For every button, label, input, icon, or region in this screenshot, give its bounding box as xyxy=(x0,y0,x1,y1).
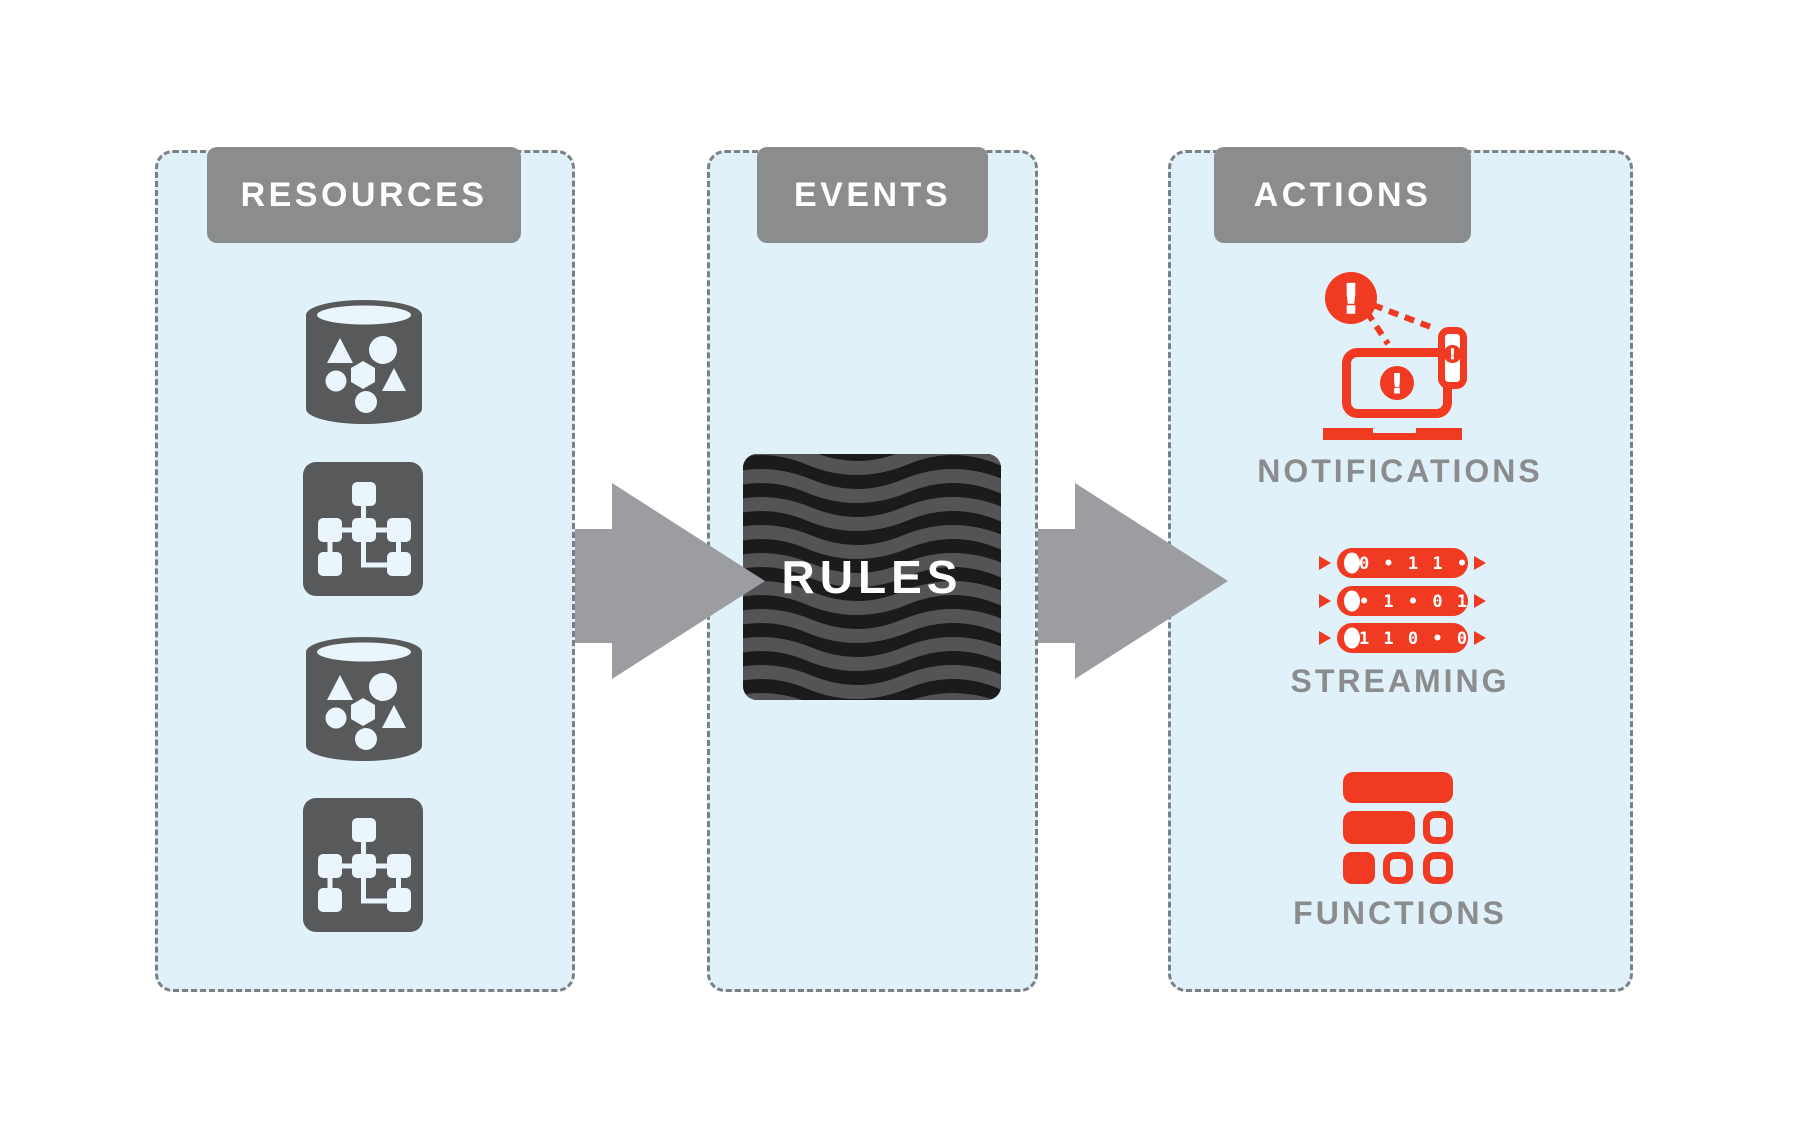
stream-bits: 0 • 1 1 • xyxy=(1359,554,1469,574)
alert-glyph: ! xyxy=(1342,277,1360,323)
stream-bits: 1 1 0 • 0 xyxy=(1359,629,1469,649)
flowchart-icon xyxy=(303,798,423,932)
flowchart-icon xyxy=(303,462,423,596)
rules-label: RULES xyxy=(781,551,963,603)
events-header: EVENTS xyxy=(757,147,988,243)
database-icon xyxy=(306,637,422,761)
rules-box: RULES xyxy=(743,454,1001,700)
functions-label: FUNCTIONS xyxy=(1293,895,1507,931)
laptop-base xyxy=(1323,428,1462,440)
alert-circle-icon xyxy=(1325,272,1377,324)
binary-stream-icon: 0 • 1 1 • • 1 • 0 1 1 1 0 • 0 xyxy=(1319,548,1486,653)
notifications-label: NOTIFICATIONS xyxy=(1257,453,1543,489)
actions-header: ACTIONS xyxy=(1214,147,1471,243)
wave-pattern xyxy=(743,454,1001,700)
alert-glyph: ! xyxy=(1391,369,1403,400)
database-icon xyxy=(306,300,422,424)
resources-header: RESOURCES xyxy=(207,147,521,243)
alert-devices-icon: ! ! ! xyxy=(1323,272,1467,440)
flow-arrow-icon xyxy=(575,483,765,679)
stream-bits: • 1 • 0 1 xyxy=(1359,592,1469,612)
alert-glyph: ! xyxy=(1449,347,1455,363)
streaming-label: STREAMING xyxy=(1290,663,1510,699)
stream-row: • 1 • 0 1 xyxy=(1319,586,1486,616)
stream-row: 0 • 1 1 • xyxy=(1319,548,1486,578)
stream-row: 1 1 0 • 0 xyxy=(1319,623,1486,653)
blocks-icon xyxy=(1343,772,1453,884)
flow-arrow-icon xyxy=(1038,483,1228,679)
